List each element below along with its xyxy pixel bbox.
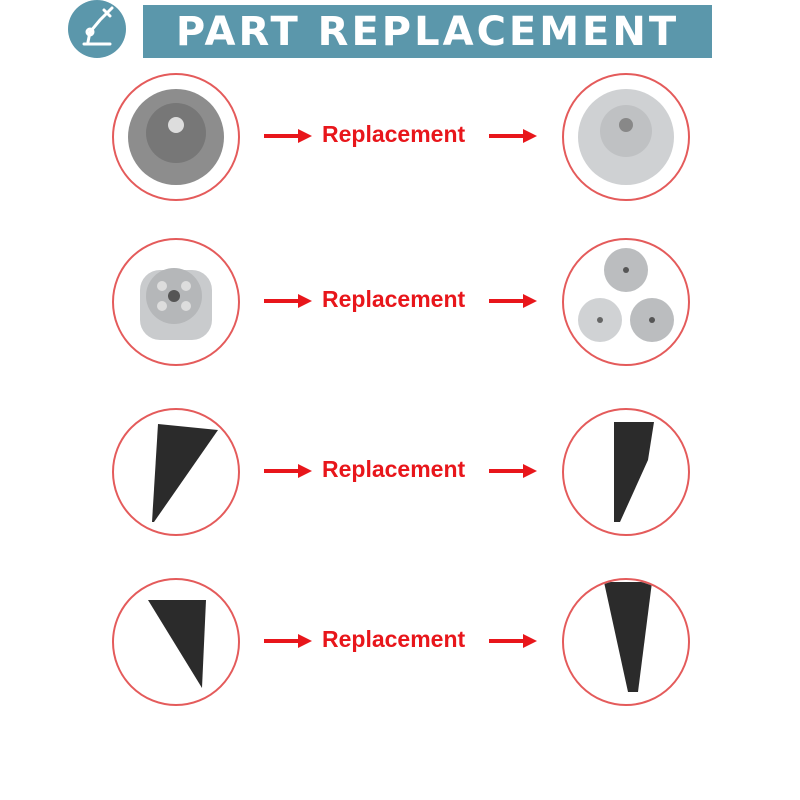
robot-arm-icon (68, 0, 126, 58)
replacement-row: Replacement (0, 238, 800, 368)
original-part-image (112, 238, 240, 366)
replacement-row: Replacement (0, 578, 800, 708)
replacement-label: Replacement (322, 626, 466, 652)
arrow-right-icon (264, 634, 312, 648)
arrow-right-icon (264, 129, 312, 143)
replacement-row: Replacement (0, 408, 800, 538)
arrow-right-icon (264, 294, 312, 308)
replacement-row: Replacement (0, 73, 800, 203)
replacement-part-image (562, 408, 690, 536)
arrow-right-icon (489, 294, 537, 308)
original-part-image (112, 408, 240, 536)
replacement-label: Replacement (322, 456, 466, 482)
arrow-right-icon (264, 464, 312, 478)
replacement-part-image (562, 238, 690, 366)
arrow-right-icon (489, 464, 537, 478)
replacement-label: Replacement (322, 121, 466, 147)
page-title: PART REPLACEMENT (143, 5, 712, 58)
original-part-image (112, 578, 240, 706)
replacement-part-image (562, 578, 690, 706)
arrow-right-icon (489, 129, 537, 143)
arrow-right-icon (489, 634, 537, 648)
original-part-image (112, 73, 240, 201)
replacement-part-image (562, 73, 690, 201)
replacement-label: Replacement (322, 286, 466, 312)
